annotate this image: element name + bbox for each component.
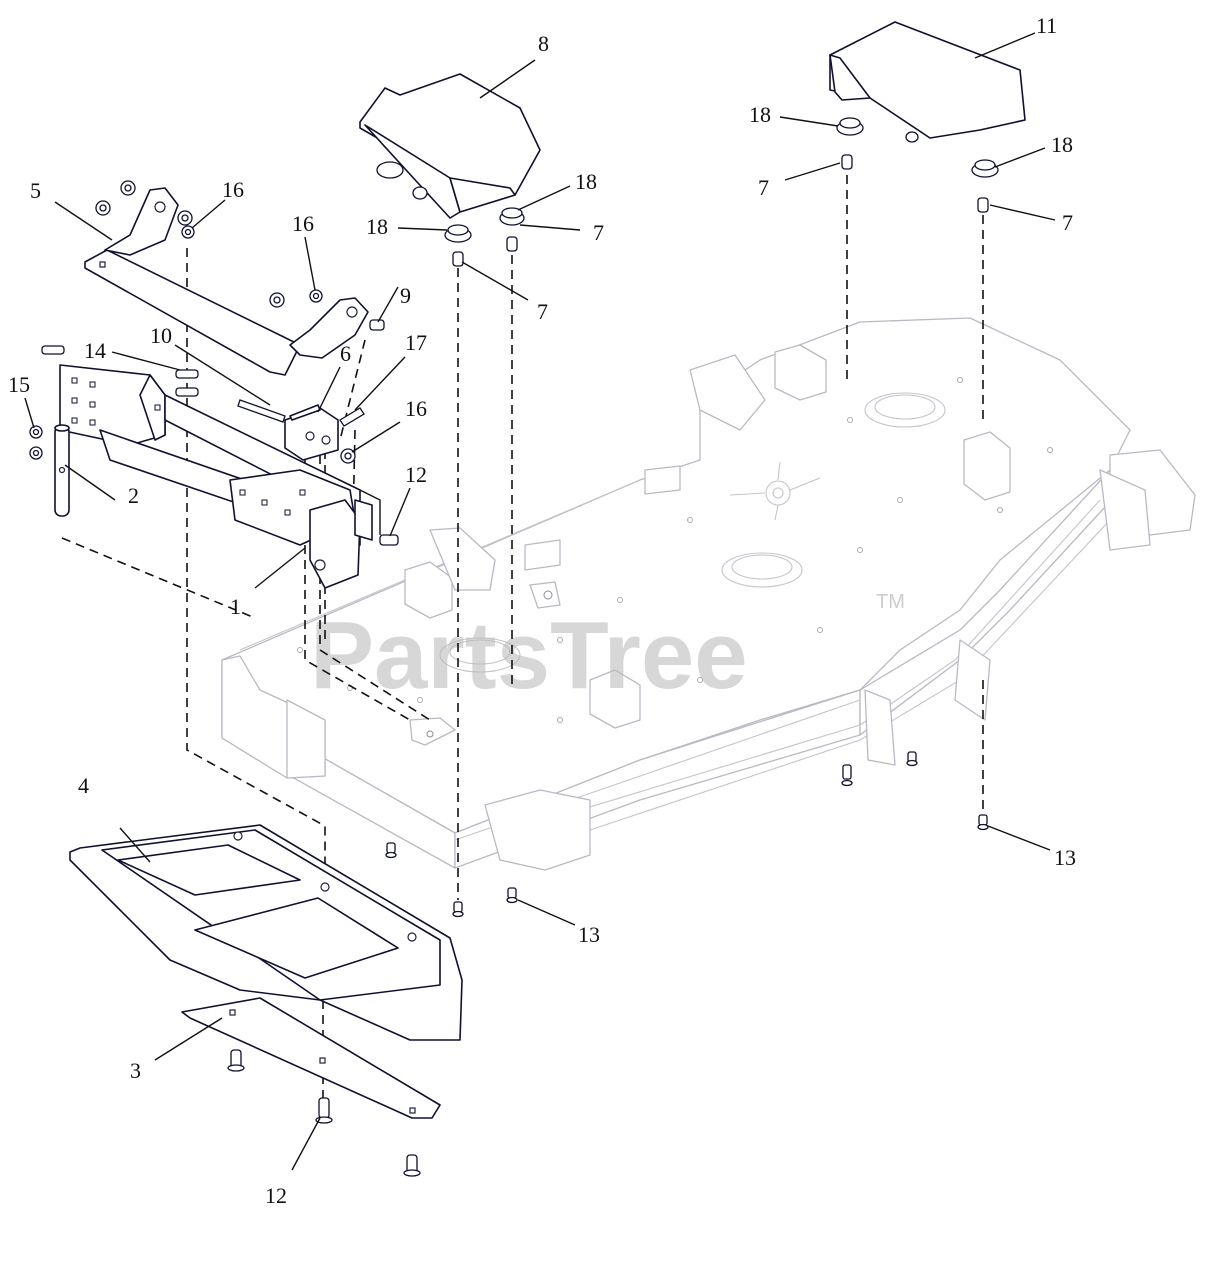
part-3-lower-plate xyxy=(181,997,441,1119)
callout-7-a: 7 xyxy=(593,220,604,245)
callout-16-b: 16 xyxy=(292,211,314,236)
callout-1: 1 xyxy=(230,594,241,619)
mower-deck xyxy=(221,317,1196,871)
callout-11: 11 xyxy=(1036,13,1057,38)
callout-12-b: 12 xyxy=(265,1183,287,1208)
callout-7-b: 7 xyxy=(537,299,548,324)
leader-lines xyxy=(24,32,1056,1171)
callout-17: 17 xyxy=(405,330,427,355)
callout-2: 2 xyxy=(128,483,139,508)
callout-15: 15 xyxy=(8,372,30,397)
callout-4: 4 xyxy=(78,773,89,798)
callout-3: 3 xyxy=(130,1058,141,1083)
callout-10: 10 xyxy=(150,323,172,348)
part-4-shield xyxy=(69,824,463,1041)
part-6-pivot-block xyxy=(284,404,339,461)
callout-14: 14 xyxy=(84,338,106,363)
callout-18-a: 18 xyxy=(366,214,388,239)
callout-18-b: 18 xyxy=(575,169,597,194)
part-11-cover xyxy=(829,21,1026,143)
callout-18-c: 18 xyxy=(749,102,771,127)
callout-labels: 5 16 16 9 10 14 6 17 16 15 2 1 12 8 11 1… xyxy=(8,13,1076,1208)
watermark-tm: TM xyxy=(876,591,905,613)
part-1-hitch-frame xyxy=(59,364,381,589)
callout-7-d: 7 xyxy=(1062,210,1073,235)
part-5-bracket-plate xyxy=(84,180,369,376)
callout-9: 9 xyxy=(400,283,411,308)
callout-18-d: 18 xyxy=(1051,132,1073,157)
part-2-pin xyxy=(54,424,70,517)
callout-13-a: 13 xyxy=(1054,845,1076,870)
callout-7-c: 7 xyxy=(758,175,769,200)
watermark-brand: PartsTree xyxy=(310,602,748,709)
callout-12-a: 12 xyxy=(405,462,427,487)
callout-13-b: 13 xyxy=(578,922,600,947)
small-fasteners xyxy=(29,289,989,1177)
part-8-cover xyxy=(359,73,541,219)
callout-8: 8 xyxy=(538,31,549,56)
callout-6: 6 xyxy=(340,341,351,366)
hardware-isolators-bolts xyxy=(444,117,999,267)
callout-16-c: 16 xyxy=(405,396,427,421)
callout-16-a: 16 xyxy=(222,177,244,202)
callout-5: 5 xyxy=(30,178,41,203)
